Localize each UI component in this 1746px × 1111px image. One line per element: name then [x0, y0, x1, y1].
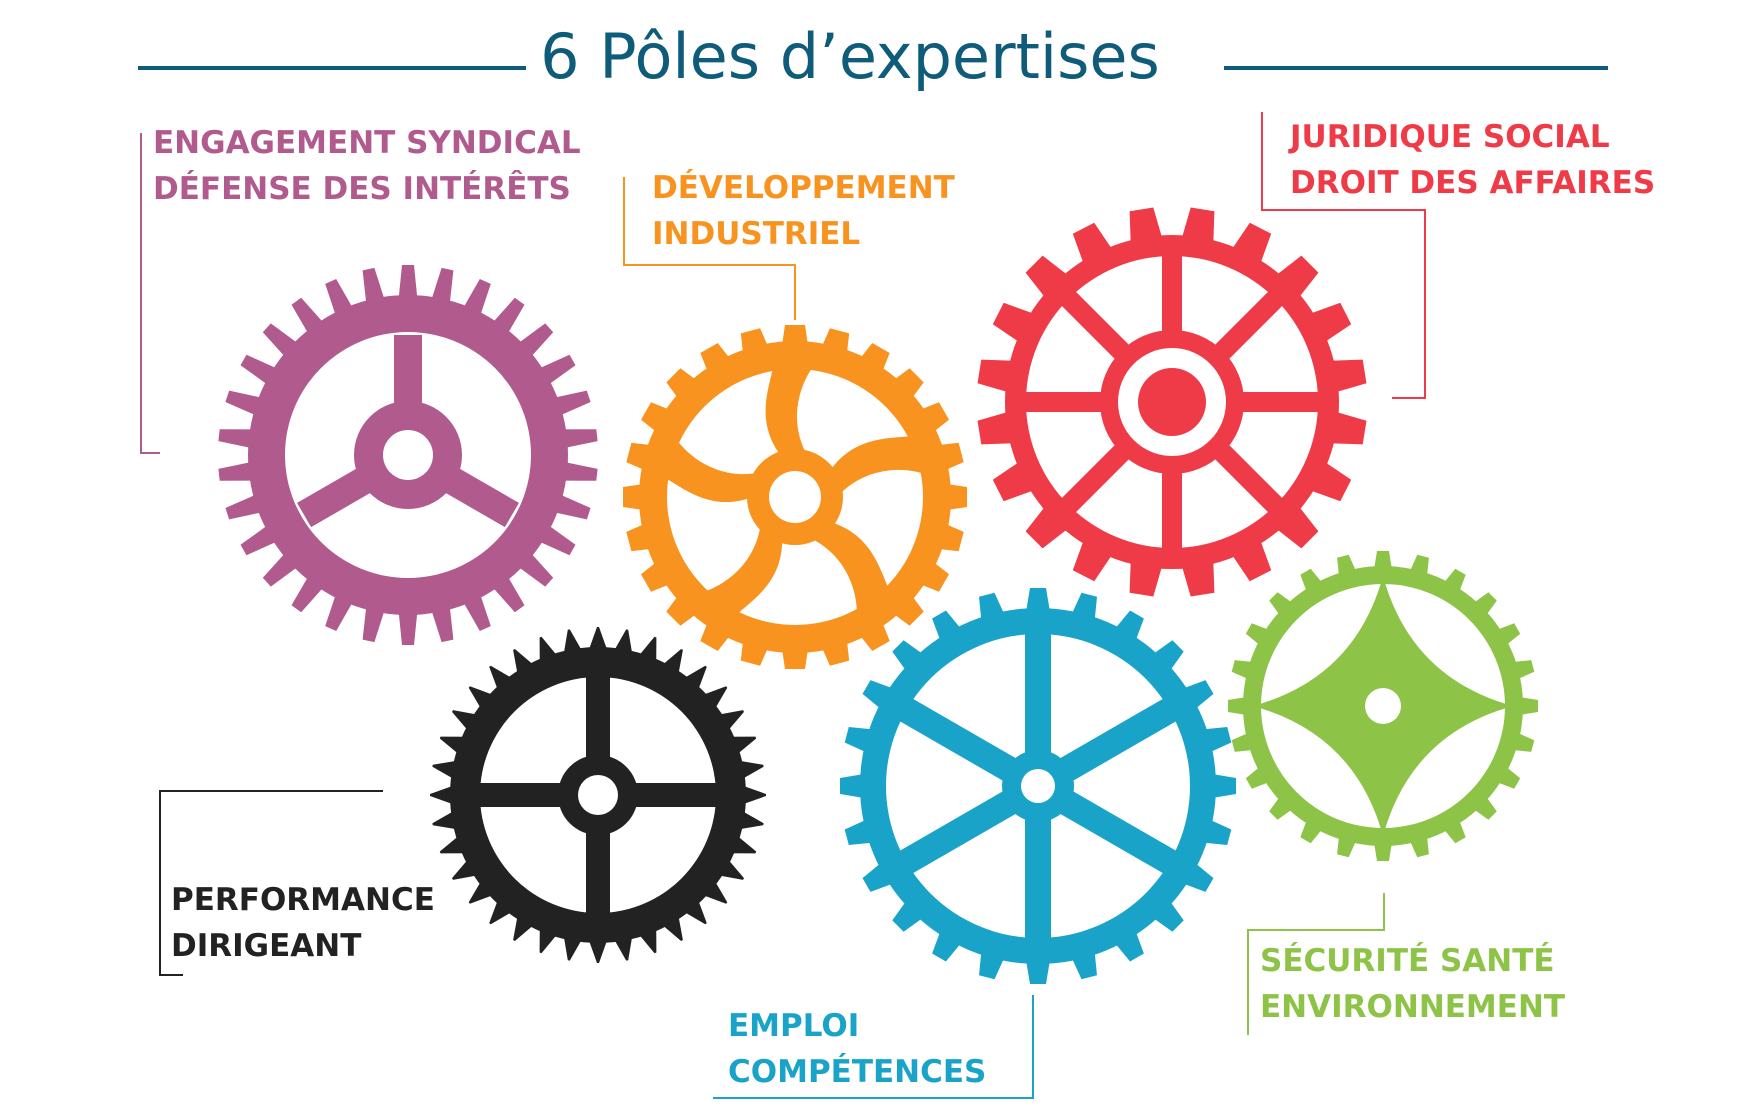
- gear-spoke: [697, 521, 783, 620]
- pole-label-line: ENGAGEMENT SYNDICAL: [153, 125, 581, 161]
- pole-label-line: DÉFENSE DES INTÉRÊTS: [153, 171, 571, 207]
- pole-label-syndical: ENGAGEMENT SYNDICAL DÉFENSE DES INTÉRÊTS: [153, 120, 581, 212]
- leader-line-industriel: [623, 177, 796, 320]
- pole-label-line: EMPLOI: [728, 1008, 860, 1044]
- gear-syndical-icon: [218, 265, 598, 645]
- gear-axle: [1138, 368, 1206, 436]
- leader-line-emploi: [713, 995, 1034, 1099]
- title-rule-right: [1224, 66, 1608, 70]
- pole-label-line: PERFORMANCE: [171, 882, 435, 918]
- gear-securite-icon: [1228, 551, 1538, 861]
- pole-label-line: JURIDIQUE SOCIAL: [1290, 119, 1610, 155]
- leader-line-performance: [159, 790, 383, 976]
- gear-axle-hole: [383, 430, 433, 480]
- gear-emploi-icon: [840, 588, 1236, 984]
- pole-label-line: DIRIGEANT: [171, 928, 362, 964]
- pole-label-line: ENVIRONNEMENT: [1260, 989, 1566, 1025]
- pole-label-line: DROIT DES AFFAIRES: [1290, 165, 1656, 201]
- gear-industriel-icon: [623, 325, 967, 669]
- leader-line-securite: [1247, 893, 1385, 1035]
- gear-juridique-icon: [977, 207, 1367, 597]
- pole-label-industriel: DÉVELOPPEMENT INDUSTRIEL: [652, 165, 955, 257]
- pole-label-line: COMPÉTENCES: [728, 1054, 987, 1090]
- gear-axle-hole: [1365, 688, 1401, 724]
- gear-performance-icon: [430, 627, 766, 963]
- gear-axle-hole: [578, 775, 618, 815]
- pole-label-line: INDUSTRIEL: [652, 216, 861, 252]
- gear-spoke: [807, 521, 893, 620]
- pole-label-line: DÉVELOPPEMENT: [652, 170, 955, 206]
- gear-axle-hole: [769, 471, 821, 523]
- diagram-title: 6 Pôles d’expertises: [540, 20, 1160, 93]
- pole-label-line: SÉCURITÉ SANTÉ: [1260, 943, 1555, 979]
- leader-lines: [140, 112, 1426, 1099]
- pole-label-securite: SÉCURITÉ SANTÉ ENVIRONNEMENT: [1260, 938, 1565, 1030]
- pole-label-performance: PERFORMANCE DIRIGEANT: [171, 877, 435, 969]
- pole-label-juridique: JURIDIQUE SOCIAL DROIT DES AFFAIRES: [1290, 114, 1655, 206]
- gear-spokes: [659, 362, 931, 620]
- leader-line-syndical: [140, 133, 160, 454]
- gear-spoke: [829, 434, 931, 498]
- gear-axle-hole: [1021, 769, 1055, 803]
- title-rule-left: [138, 66, 526, 70]
- leader-line-juridique: [1261, 112, 1426, 399]
- gear-spoke: [659, 434, 761, 503]
- pole-label-emploi: EMPLOI COMPÉTENCES: [728, 1003, 986, 1095]
- gear-spoke: [765, 362, 817, 457]
